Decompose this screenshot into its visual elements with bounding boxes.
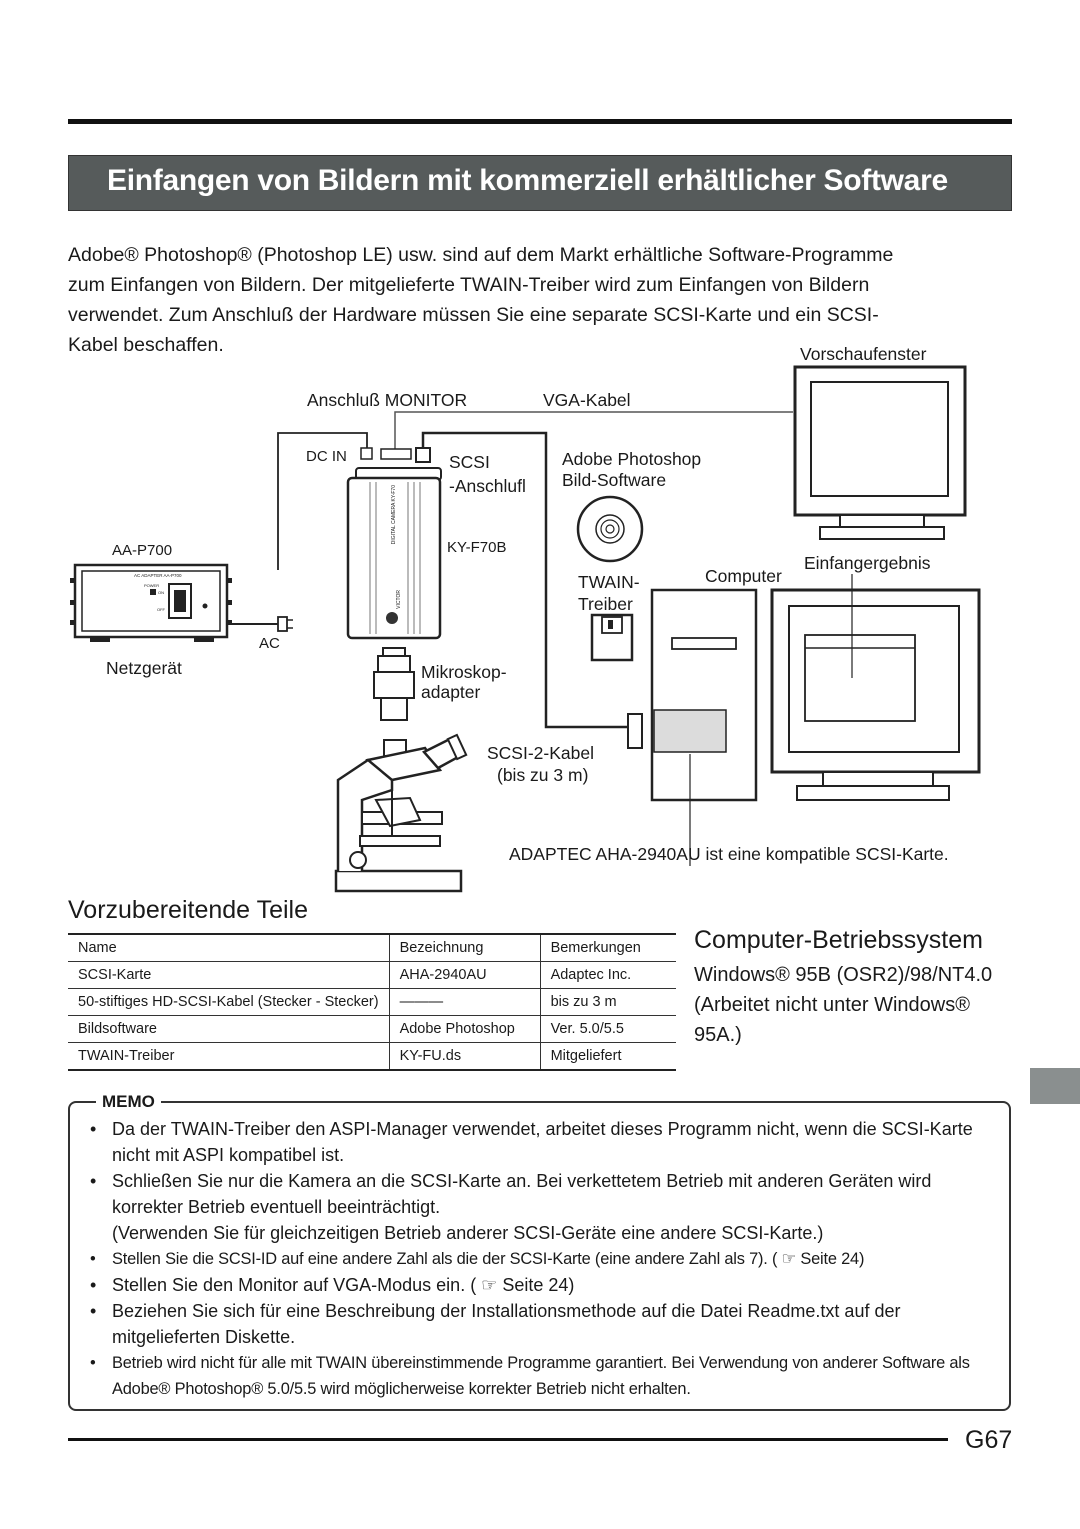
label-capture-result: Einfangergebnis [804, 553, 931, 573]
label-adaptec-note: ADAPTEC AHA-2940AU ist eine kompatible S… [509, 844, 949, 864]
label-vga-cable: VGA-Kabel [543, 390, 631, 410]
preview-monitor-illustration [793, 365, 967, 540]
computer-tower-illustration [650, 588, 758, 802]
camera-side-text: DIGITAL CAMERA KY-F70 [391, 485, 397, 545]
table-cell: SCSI-Karte [68, 961, 390, 989]
label-scsi-port: -Anschlufl [449, 476, 526, 496]
label-driver: Treiber [578, 594, 633, 614]
parts-table: Name Bezeichnung Bemerkungen SCSI-Karte … [68, 933, 676, 1071]
memo-item: Stellen Sie den Monitor auf VGA-Modus ei… [88, 1272, 998, 1298]
label-scsi: SCSI [449, 452, 490, 472]
table-cell: bis zu 3 m [539, 988, 676, 1016]
label-power-supply-model: AA-P700 [112, 542, 173, 559]
label-twain: TWAIN- [578, 572, 640, 592]
table-cell: KY-FU.ds [388, 1042, 541, 1071]
os-line: Windows® 95B (OSR2)/98/NT4.0 [694, 964, 993, 986]
label-camera-model: KY-F70B [447, 539, 507, 556]
os-requirements: Windows® 95B (OSR2)/98/NT4.0 (Arbeitet n… [694, 960, 1014, 1050]
cd-disc-illustration [576, 495, 644, 563]
capture-monitor-illustration [770, 588, 981, 801]
os-line: (Arbeitet nicht unter Windows® [694, 994, 970, 1016]
power-supply-illustration [70, 563, 293, 642]
table-row: Name Bezeichnung Bemerkungen [68, 933, 676, 962]
label-microscope: Mikroskop- [421, 662, 507, 682]
intro-paragraph: Adobe® Photoshop® (Photoshop LE) usw. si… [68, 240, 1012, 360]
table-cell: 50-stiftiges HD-SCSI-Kabel (Stecker - St… [68, 988, 390, 1016]
table-cell: Bemerkungen [539, 933, 676, 962]
memo-list: Da der TWAIN-Treiber den ASPI-Manager ve… [88, 1116, 998, 1402]
psu-on-text: ON [158, 590, 164, 595]
table-cell: AHA-2940AU [388, 961, 541, 989]
memo-item: Da der TWAIN-Treiber den ASPI-Manager ve… [88, 1116, 998, 1168]
label-image-software: Bild-Software [562, 470, 667, 490]
intro-line: zum Einfangen von Bildern. Der mitgelief… [68, 274, 870, 296]
table-row: 50-stiftiges HD-SCSI-Kabel (Stecker - St… [68, 988, 676, 1016]
table-cell: Name [68, 933, 390, 962]
table-cell: Ver. 5.0/5.5 [539, 1015, 676, 1043]
label-adobe-photoshop: Adobe Photoshop [562, 449, 702, 469]
diagram-drawing [70, 365, 981, 893]
table-cell: Bezeichnung [388, 933, 541, 962]
memo-item-note: (Verwenden Sie für gleichzeitigen Betrie… [112, 1223, 824, 1243]
table-row: SCSI-Karte AHA-2940AU Adaptec Inc. [68, 961, 676, 989]
table-cell: Adaptec Inc. [539, 961, 676, 989]
psu-panel-text: AC ADAPTER AA-P700 [134, 573, 182, 578]
intro-line: Kabel beschaffen. [68, 334, 224, 356]
label-cable-length: (bis zu 3 m) [497, 765, 589, 785]
label-monitor-port: Anschluß MONITOR [307, 390, 468, 410]
table-row: TWAIN-Treiber KY-FU.ds Mitgeliefert [68, 1042, 676, 1071]
memo-label: MEMO [96, 1092, 161, 1112]
label-power-supply: Netzgerät [106, 658, 182, 678]
top-rule [68, 119, 1012, 124]
label-dc-in: DC IN [306, 448, 347, 465]
page-title: Einfangen von Bildern mit kommerziell er… [107, 164, 948, 197]
camera-illustration [346, 467, 442, 640]
os-heading: Computer-Betriebssystem [694, 926, 983, 954]
os-line: 95A.) [694, 1024, 742, 1046]
memo-item: Schließen Sie nur die Kamera an die SCSI… [88, 1168, 998, 1220]
microscope-illustration [334, 733, 468, 893]
parts-heading: Vorzubereitende Teile [68, 896, 308, 924]
label-ac: AC [259, 635, 280, 652]
intro-line: verwendet. Zum Anschluß der Hardware müs… [68, 304, 879, 326]
psu-power-text: POWER [144, 583, 160, 588]
connection-diagram: Vorschaufenster Anschluß MONITOR VGA-Kab… [0, 340, 1080, 900]
label-preview-window: Vorschaufenster [800, 344, 927, 364]
memo-box [68, 1101, 1011, 1411]
psu-off-text: OFF [157, 607, 165, 612]
title-banner: Einfangen von Bildern mit kommerziell er… [68, 155, 1012, 211]
intro-line: Adobe® Photoshop® (Photoshop LE) usw. si… [68, 244, 894, 266]
memo-item: Betrieb wird nicht für alle mit TWAIN üb… [88, 1350, 998, 1402]
page-number: G67 [965, 1426, 1013, 1454]
table-cell: TWAIN-Treiber [68, 1042, 390, 1071]
table-cell: Mitgeliefert [539, 1042, 676, 1071]
memo-item: Stellen Sie die SCSI-ID auf eine andere … [88, 1246, 998, 1272]
microscope-adapter-illustration [373, 647, 415, 721]
label-adapter: adapter [421, 682, 481, 702]
floppy-disk-illustration [590, 613, 634, 662]
table-cell: Bildsoftware [68, 1015, 390, 1043]
label-computer: Computer [705, 566, 782, 586]
section-thumb-tab [1030, 1068, 1080, 1104]
table-row: Bildsoftware Adobe Photoshop Ver. 5.0/5.… [68, 1015, 676, 1043]
footer-rule [68, 1438, 948, 1441]
memo-item: Beziehen Sie sich für eine Beschreibung … [88, 1298, 998, 1350]
label-scsi2-cable: SCSI-2-Kabel [487, 743, 594, 763]
camera-brand-text: VICTOR [396, 590, 402, 609]
table-cell: Adobe Photoshop [388, 1015, 541, 1043]
table-cell: ——— [388, 988, 541, 1016]
